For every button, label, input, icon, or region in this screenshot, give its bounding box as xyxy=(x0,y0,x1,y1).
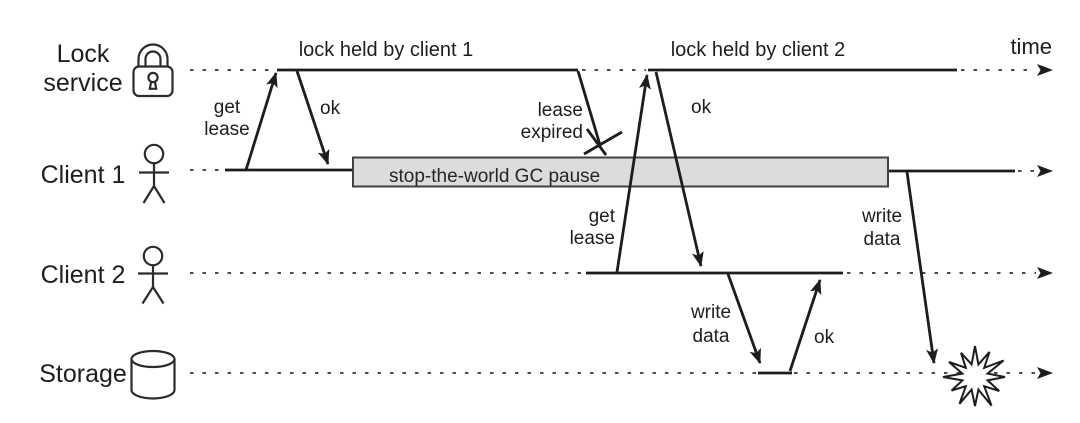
lane-label-line: Lock xyxy=(57,40,110,68)
database-cylinder-icon xyxy=(130,349,176,400)
message-label: ok xyxy=(814,327,835,348)
message-write-data-client2: write data xyxy=(690,273,762,364)
message-ok-to-client1: ok xyxy=(295,70,341,165)
message-label: write xyxy=(690,302,731,323)
lane-label-client-2: Client 2 xyxy=(41,261,126,289)
message-label: ok xyxy=(320,98,341,119)
lane-label-client-1: Client 1 xyxy=(41,161,126,189)
lifeline-storage xyxy=(190,367,1053,379)
message-label: write xyxy=(861,206,902,227)
message-label: data xyxy=(864,229,901,250)
lock-held-client1-label: lock held by client 1 xyxy=(299,39,474,61)
message-label: get xyxy=(589,206,616,227)
lifeline-lock-service xyxy=(190,64,1053,76)
message-ok-from-storage: ok xyxy=(788,279,835,372)
padlock-icon xyxy=(132,43,174,98)
message-label: lease xyxy=(204,119,249,140)
person-icon xyxy=(138,245,168,305)
message-label: get xyxy=(214,97,241,118)
message-lease-expired: lease expired xyxy=(521,70,623,156)
gc-pause-label: stop-the-world GC pause xyxy=(389,166,600,187)
timeline-arrowhead xyxy=(1037,367,1053,379)
message-label: expired xyxy=(521,122,583,143)
lane-label-lock-service: Lock service xyxy=(43,40,122,97)
message-label: ok xyxy=(691,97,712,118)
lane-label-line: service xyxy=(43,69,122,97)
message-get-lease-client1: get lease xyxy=(204,72,278,171)
message-write-data-client1: write data xyxy=(861,171,938,364)
message-get-lease-client2: get lease xyxy=(570,74,651,273)
x-mark xyxy=(583,128,623,156)
message-label: data xyxy=(693,326,730,347)
message-ok-to-client2: ok xyxy=(654,71,712,267)
message-label: lease xyxy=(538,100,583,121)
timeline-arrowhead xyxy=(1037,267,1053,279)
lock-held-client2-label: lock held by client 2 xyxy=(671,39,846,61)
timeline-arrowhead xyxy=(1037,165,1053,177)
explosion-burst-icon xyxy=(942,345,1006,407)
time-axis-label: time xyxy=(1010,34,1052,59)
gc-pause-box: stop-the-world GC pause xyxy=(352,156,889,188)
lane-label-storage: Storage xyxy=(39,360,127,388)
timeline-arrowhead xyxy=(1037,64,1053,76)
message-label: lease xyxy=(570,228,615,249)
person-icon xyxy=(139,143,169,204)
lifeline-client-2 xyxy=(190,267,1053,279)
